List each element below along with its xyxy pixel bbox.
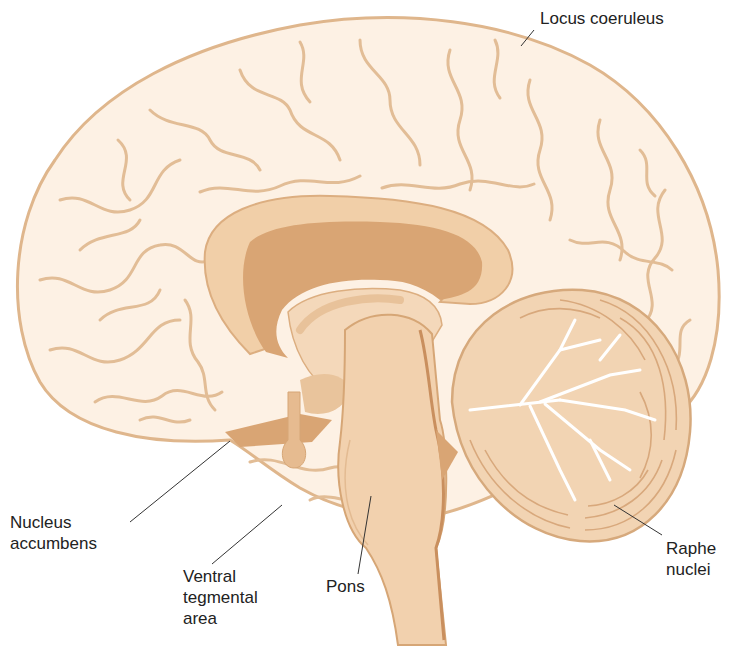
part-label: Ventral tegmental area [183,566,275,629]
part-label: Pons [326,576,406,597]
aqueduct [420,330,444,640]
leader-line [614,505,662,535]
leader-line [130,441,230,522]
part-label: Raphe nuclei [666,538,726,580]
arbor-vitae [470,320,655,500]
accumbens-region [225,414,332,447]
leader-lines [130,30,662,574]
pons-bulge [345,440,368,545]
pituitary-stalk [282,392,305,468]
cerebellum [452,290,691,542]
leader-line [212,505,282,564]
part-label: Nucleus accumbens [10,512,110,554]
cerebellum-outline [452,290,691,542]
part-label: Locus coeruleus [540,8,720,29]
leader-line [358,496,371,574]
leader-line [521,30,534,46]
fourth-ventricle [436,430,458,480]
folia [470,300,676,530]
